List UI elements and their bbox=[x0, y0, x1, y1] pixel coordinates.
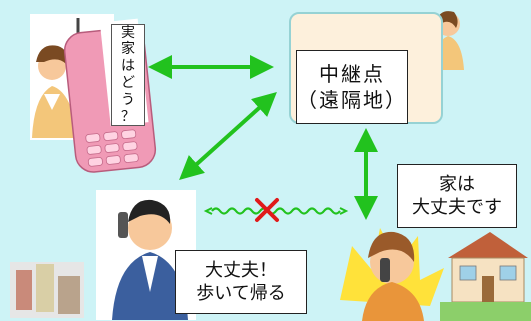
relay-label-line1: 中継点 bbox=[319, 62, 385, 86]
relay-label: 中継点 （遠隔地） bbox=[296, 50, 408, 124]
blocked-direct-link bbox=[203, 198, 349, 222]
phone-char: ど bbox=[121, 75, 135, 91]
man-speech-bubble: 大丈夫！ 歩いて帰る bbox=[175, 250, 307, 314]
phone-char: は bbox=[121, 58, 135, 75]
man-speech-line2: 歩いて帰る bbox=[196, 283, 286, 304]
cross-icon bbox=[255, 198, 279, 222]
home-status-line2: 大丈夫です bbox=[412, 197, 502, 218]
man-caller-illustration bbox=[10, 190, 196, 320]
man-speech-line1: 大丈夫！ bbox=[205, 259, 277, 281]
arrow-relay-to-man bbox=[179, 91, 277, 181]
phone-char: ？ bbox=[121, 108, 135, 125]
phone-char: 実 bbox=[121, 24, 135, 41]
phone-char: 家 bbox=[121, 41, 135, 58]
home-status-line1: 家は bbox=[439, 173, 475, 195]
home-status-bubble: 家は 大丈夫です bbox=[397, 164, 517, 228]
relay-label-line2: （遠隔地） bbox=[297, 88, 407, 112]
phone-screen-text: 実 家 は ど う ？ bbox=[111, 24, 145, 126]
house-illustration bbox=[440, 232, 531, 321]
home-caller-illustration bbox=[340, 228, 444, 321]
phone-char: う bbox=[121, 91, 135, 108]
